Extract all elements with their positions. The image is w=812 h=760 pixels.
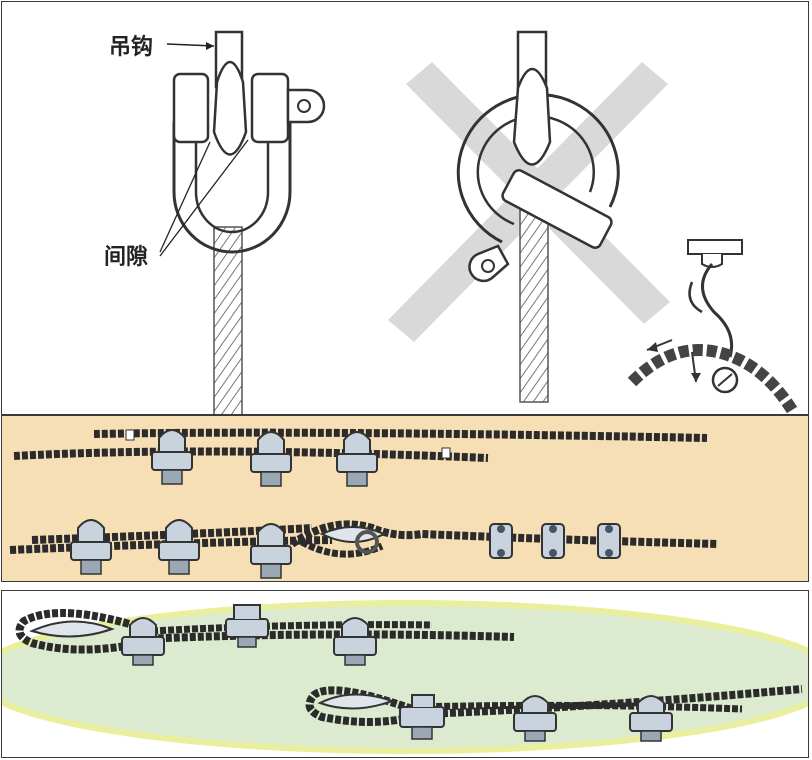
hook-on-rope-sketch [627,239,798,414]
u-bolt-clip [250,523,292,579]
pin-hole [297,99,311,113]
eye-loop-assembly-2 [305,685,803,742]
shackle-hook-panel: 吊钩 间隙 [1,1,809,415]
gap-label: 间隙 [104,245,148,270]
rope-clip-svg [9,428,719,579]
gap-leader-line-2 [159,139,249,257]
rope-eye [305,686,414,726]
hook-tip [212,60,248,156]
double-saddle-clip [489,523,513,559]
u-bolt-clip-inverted [225,604,269,648]
thimble [317,693,395,710]
rope-clip-panel [1,415,809,582]
shackle-eye-right [250,72,290,144]
shackle-bow-outer [172,122,292,254]
hook-label: 吊钩 [109,34,153,60]
gap-leader-line-1 [159,141,211,253]
hook-tip [512,67,552,166]
double-saddle-clip [597,523,621,559]
shackle-bow-outer [456,92,620,244]
u-bolt-clip [250,431,292,487]
clip-row-1 [13,428,708,487]
clip-row-2 [9,519,719,579]
rope [213,226,243,414]
rope-strand [141,630,515,643]
rope-strand [13,447,489,462]
thimble [29,620,115,638]
u-bolt-clip [629,695,673,742]
u-bolt-clip [151,429,193,485]
shackle-pin [501,169,613,249]
u-bolt-clip [70,519,112,575]
hook-block [687,239,743,255]
rope-eye [15,609,154,654]
shackle-bow-inner [476,114,595,226]
shackle-hook-svg: 吊钩 间隙 [104,30,798,414]
eye-loop-svg [2,600,808,754]
shackle-eye-left [172,72,210,144]
incorrect-shackle [388,30,670,403]
eye-loop-panel [1,590,809,758]
rope-sling [627,344,798,414]
rope [519,201,549,403]
u-bolt-clip [333,617,377,666]
u-bolt-clip [336,431,378,487]
correct-shackle: 吊钩 间隙 [104,30,326,414]
u-bolt-clip-inverted [399,694,445,740]
double-saddle-clip [541,523,565,559]
hook-body [701,263,734,358]
u-bolt-clip [513,695,557,742]
eye-loop-assembly-1 [15,604,515,666]
u-bolt-clip [158,519,200,575]
pin-hole [481,259,495,273]
rope-strand [93,428,708,442]
u-bolt-clip [121,617,165,666]
